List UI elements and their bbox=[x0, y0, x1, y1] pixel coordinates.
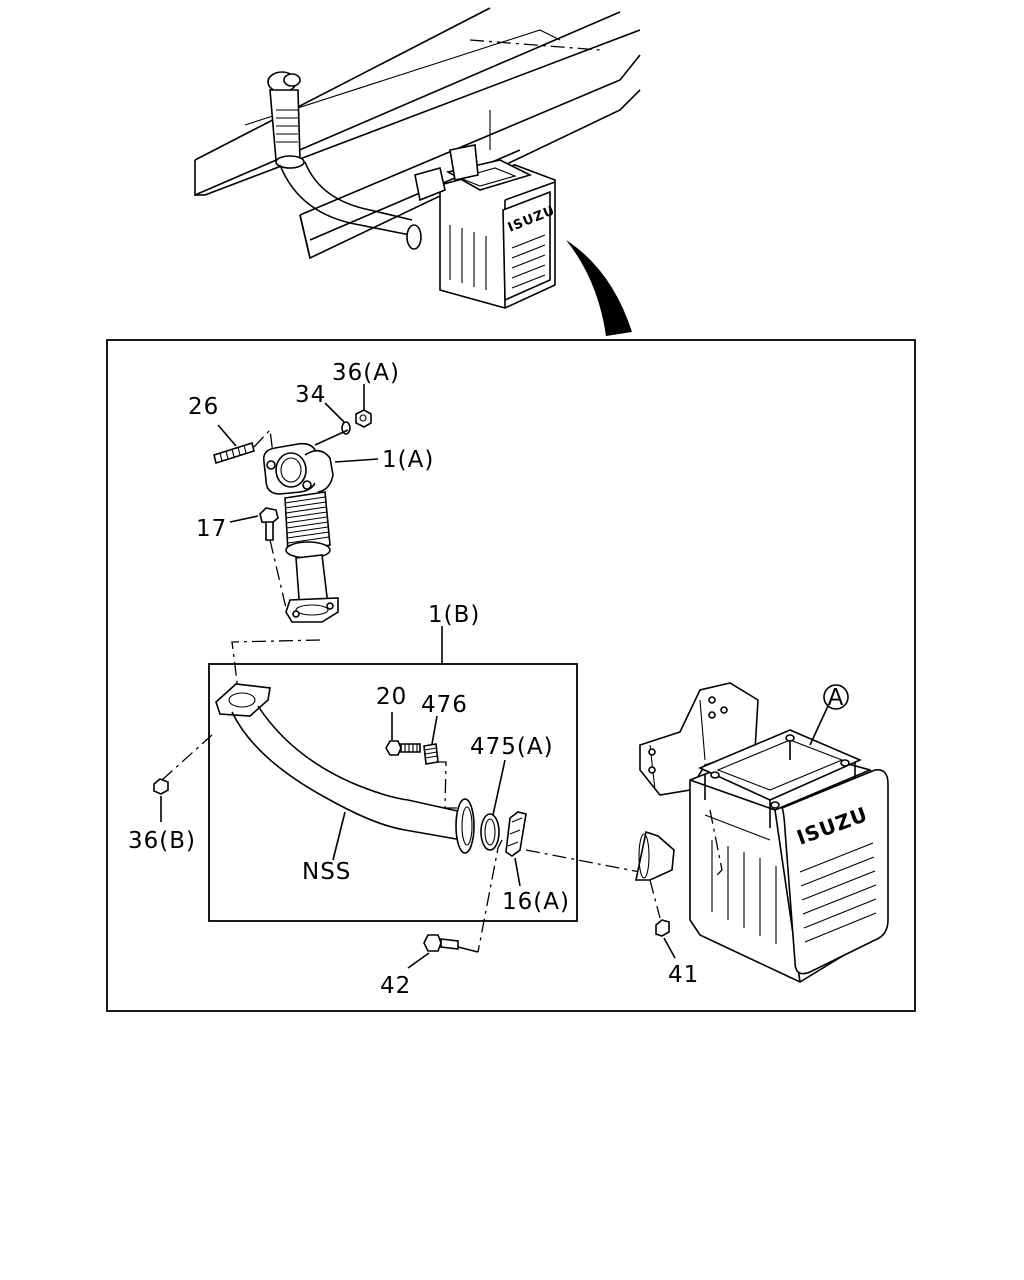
label-41: 41 bbox=[668, 962, 699, 988]
front-pipe-1a bbox=[262, 442, 339, 623]
label-36a: 36(A) bbox=[332, 360, 400, 386]
pipe-1b bbox=[215, 683, 475, 854]
sub-assembly-box bbox=[208, 663, 578, 922]
bolt-17 bbox=[259, 507, 279, 541]
nut-41 bbox=[655, 919, 670, 937]
stud-26 bbox=[213, 441, 255, 465]
nut-36b bbox=[153, 778, 169, 795]
label-nss: NSS bbox=[302, 859, 351, 885]
label-36b: 36(B) bbox=[128, 828, 196, 854]
label-476: 476 bbox=[421, 692, 468, 718]
label-1b: 1(B) bbox=[428, 602, 480, 628]
label-17: 17 bbox=[196, 516, 227, 542]
label-475a: 475(A) bbox=[470, 734, 554, 760]
overview-front-pipe bbox=[267, 71, 422, 250]
view-a-label: A bbox=[828, 685, 845, 711]
label-1a: 1(A) bbox=[382, 447, 434, 473]
clamp-16a bbox=[505, 811, 527, 857]
detail-pointer-arc bbox=[566, 240, 632, 336]
label-26: 26 bbox=[188, 394, 219, 420]
label-20: 20 bbox=[376, 684, 407, 710]
overview-vehicle-view: ISUZU bbox=[194, 7, 641, 336]
overview-muffler: ISUZU bbox=[414, 144, 558, 309]
label-42: 42 bbox=[380, 973, 411, 999]
nut-36a bbox=[355, 409, 372, 428]
label-16a: 16(A) bbox=[502, 889, 570, 915]
gasket-475a bbox=[480, 813, 500, 851]
detail-frame bbox=[106, 339, 916, 1012]
bolt-42 bbox=[423, 934, 459, 952]
bolt-20 bbox=[385, 740, 421, 756]
label-34: 34 bbox=[295, 382, 326, 408]
view-a-callout: A bbox=[809, 684, 849, 746]
spring-476 bbox=[423, 743, 439, 765]
muffler-assembly: ISUZU bbox=[635, 682, 889, 983]
chassis-frame bbox=[194, 7, 641, 260]
